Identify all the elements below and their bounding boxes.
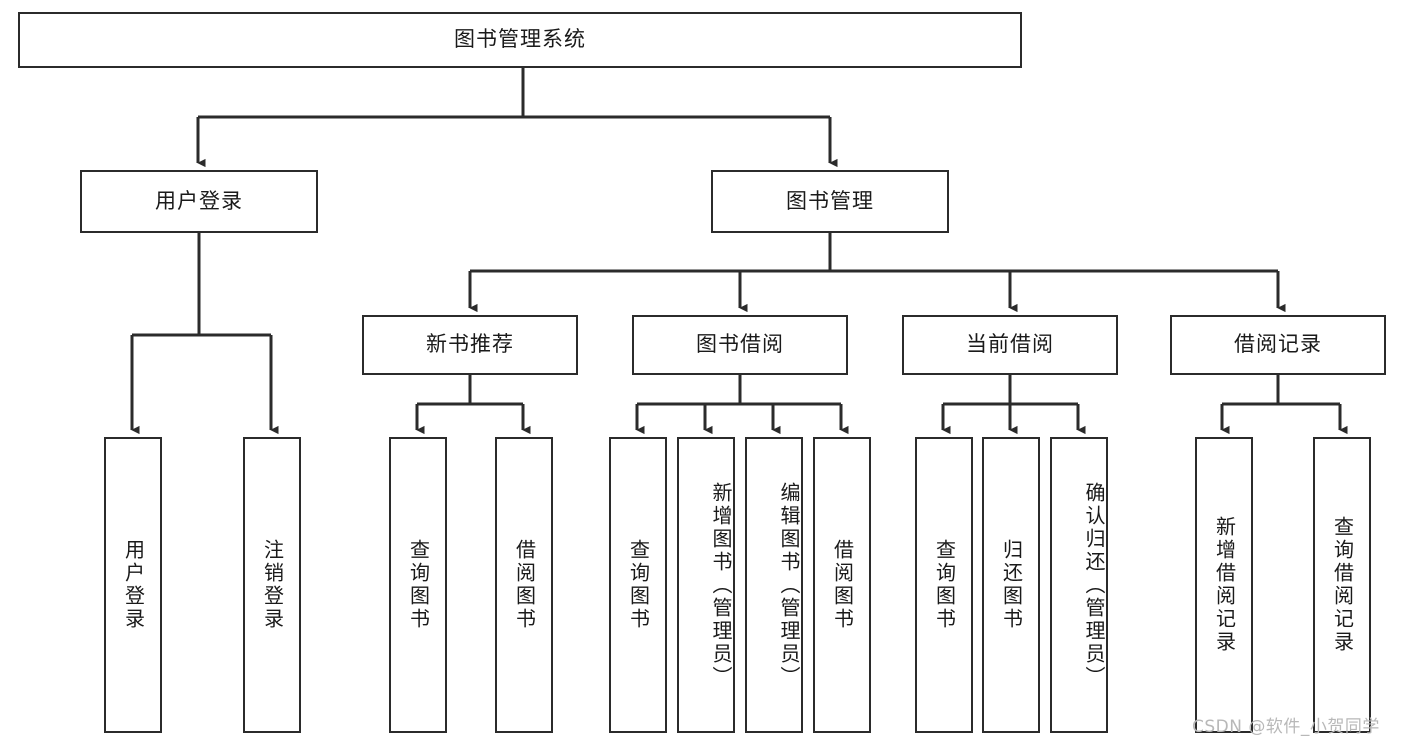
leaf-query-books-newbooks[interactable]: 查询图书 [389,437,447,733]
node-current-borrow[interactable]: 当前借阅 [902,315,1118,375]
node-borrow-records[interactable]: 借阅记录 [1170,315,1386,375]
node-label: 查询图书 [406,539,431,631]
node-label: 图书管理 [786,188,874,213]
node-label: 用户登录 [155,188,243,213]
leaf-return-books[interactable]: 归还图书 [982,437,1040,733]
node-label: 查询借阅记录 [1330,516,1355,654]
csdn-watermark: CSDN @软件_小贺同学 [1192,717,1380,737]
node-label: 编辑图书（管理员） [777,481,801,689]
node-book-borrow[interactable]: 图书借阅 [632,315,848,375]
node-label: 借阅图书 [512,539,537,631]
node-new-book-recommend[interactable]: 新书推荐 [362,315,578,375]
leaf-query-books-current[interactable]: 查询图书 [915,437,973,733]
node-label: 当前借阅 [966,332,1054,357]
node-label: 图书借阅 [696,332,784,357]
node-label: 归还图书 [999,539,1024,631]
leaf-query-borrow-record[interactable]: 查询借阅记录 [1313,437,1371,733]
node-label: 确认归还（管理员） [1082,481,1106,689]
leaf-query-books-borrow[interactable]: 查询图书 [609,437,667,733]
node-label: 注销登录 [260,539,285,631]
node-label: 借阅图书 [830,539,855,631]
leaf-add-borrow-record[interactable]: 新增借阅记录 [1195,437,1253,733]
node-label: 查询图书 [626,539,651,631]
leaf-user-logout[interactable]: 注销登录 [243,437,301,733]
node-book-management[interactable]: 图书管理 [711,170,949,233]
node-label: 用户登录 [121,539,146,631]
node-label: 新书推荐 [426,332,514,357]
node-label: 查询图书 [932,539,957,631]
leaf-edit-book-admin[interactable]: 编辑图书（管理员） [745,437,803,733]
node-label: 新增图书（管理员） [709,481,733,689]
node-label: 新增借阅记录 [1212,516,1237,654]
leaf-add-book-admin[interactable]: 新增图书（管理员） [677,437,735,733]
leaf-user-login[interactable]: 用户登录 [104,437,162,733]
leaf-borrow-books-newbooks[interactable]: 借阅图书 [495,437,553,733]
leaf-borrow-books-borrow[interactable]: 借阅图书 [813,437,871,733]
node-label: 图书管理系统 [454,27,586,52]
node-label: 借阅记录 [1234,332,1322,357]
leaf-confirm-return-admin[interactable]: 确认归还（管理员） [1050,437,1108,733]
node-user-login[interactable]: 用户登录 [80,170,318,233]
node-root-system[interactable]: 图书管理系统 [18,12,1022,68]
